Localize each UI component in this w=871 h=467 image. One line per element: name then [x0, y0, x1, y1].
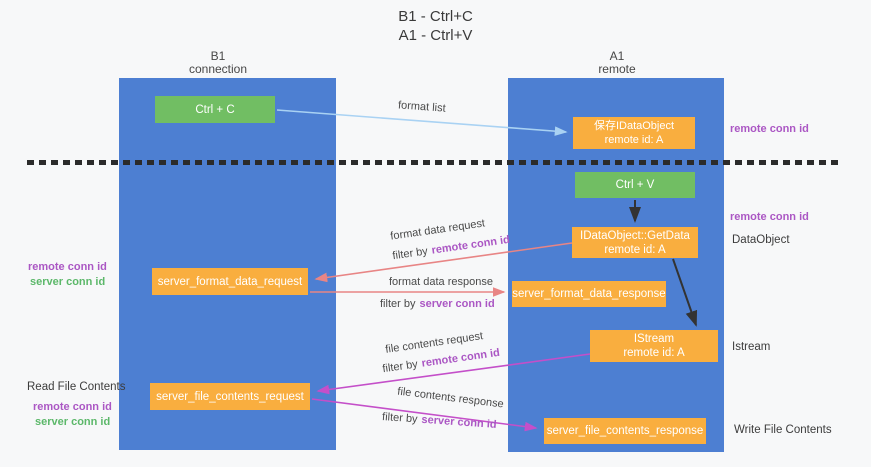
filter-key-server-conn-id: server conn id — [419, 298, 495, 310]
node-save-dataobject-line1: 保存IDataObject — [593, 120, 675, 132]
node-ctrl-c-label: Ctrl + C — [195, 103, 235, 116]
lane-header-a1: A1 remote — [557, 50, 677, 76]
left-bottom-server-conn-id-label: server conn id — [35, 416, 111, 428]
node-istream-line1: IStream — [633, 333, 675, 345]
lane-a1-subtitle: remote — [598, 62, 636, 76]
write-file-contents-label: Write File Contents — [734, 424, 832, 436]
file-contents-response-label: file contents response — [396, 385, 505, 411]
format-list-label: format list — [397, 99, 447, 115]
dataobject-label: DataObject — [732, 234, 790, 246]
node-server-format-data-request: server_format_data_request — [152, 268, 308, 295]
read-file-contents-label: Read File Contents — [27, 381, 126, 393]
node-server-format-data-request-label: server_format_data_request — [157, 275, 303, 288]
left-bottom-remote-conn-id-label: remote conn id — [33, 401, 112, 413]
node-save-dataobject-line2: remote id: A — [604, 134, 664, 146]
lane-a1-title: A1 — [609, 49, 625, 63]
istream-label: Istream — [732, 341, 771, 353]
node-getdata-line1: IDataObject::GetData — [580, 229, 690, 242]
left-mid-server-conn-id-label: server conn id — [30, 276, 106, 288]
diagram-title: B1 - Ctrl+C A1 - Ctrl+V — [0, 7, 871, 45]
filter-key-remote-conn-id: remote conn id — [420, 346, 501, 370]
filter-key-remote-conn-id: remote conn id — [430, 233, 511, 257]
session-separator-dashed-line — [27, 160, 839, 165]
node-ctrl-c: Ctrl + C — [155, 96, 275, 123]
node-idataobject-getdata: IDataObject::GetData remote id: A — [572, 227, 698, 258]
format-data-response-label: format data response — [389, 276, 493, 288]
lane-b1-title: B1 — [210, 49, 226, 63]
title-line-1: B1 - Ctrl+C — [398, 8, 473, 25]
node-server-file-contents-request-label: server_file_contents_request — [156, 390, 304, 403]
lane-header-b1: B1 connection — [158, 50, 278, 76]
filter-key-server-conn-id: server conn id — [421, 413, 497, 431]
node-ctrl-v-label: Ctrl + V — [615, 179, 655, 191]
filter-by-text: filter by — [380, 298, 416, 310]
filter-by-text: filter by — [381, 358, 419, 376]
node-server-file-contents-response-label: server_file_contents_response — [546, 425, 704, 437]
node-server-format-data-response-label: server_format_data_response — [512, 288, 666, 300]
node-getdata-line2: remote id: A — [604, 243, 666, 256]
left-mid-remote-conn-id-label: remote conn id — [28, 261, 107, 273]
right-remote-conn-id-mid-label: remote conn id — [730, 211, 809, 223]
lane-b1-subtitle: connection — [188, 62, 248, 76]
filter-by-text: filter by — [381, 411, 418, 426]
node-istream: IStream remote id: A — [590, 330, 718, 362]
node-save-dataobject: 保存IDataObject remote id: A — [573, 117, 695, 149]
node-ctrl-v: Ctrl + V — [575, 172, 695, 198]
node-server-format-data-response: server_format_data_response — [512, 281, 666, 307]
node-server-file-contents-response: server_file_contents_response — [544, 418, 706, 444]
filter-by-text: filter by — [391, 245, 429, 263]
node-istream-line2: remote id: A — [623, 347, 685, 359]
right-remote-conn-id-top-label: remote conn id — [730, 123, 809, 135]
title-line-2: A1 - Ctrl+V — [398, 27, 473, 44]
node-server-file-contents-request: server_file_contents_request — [150, 383, 310, 410]
